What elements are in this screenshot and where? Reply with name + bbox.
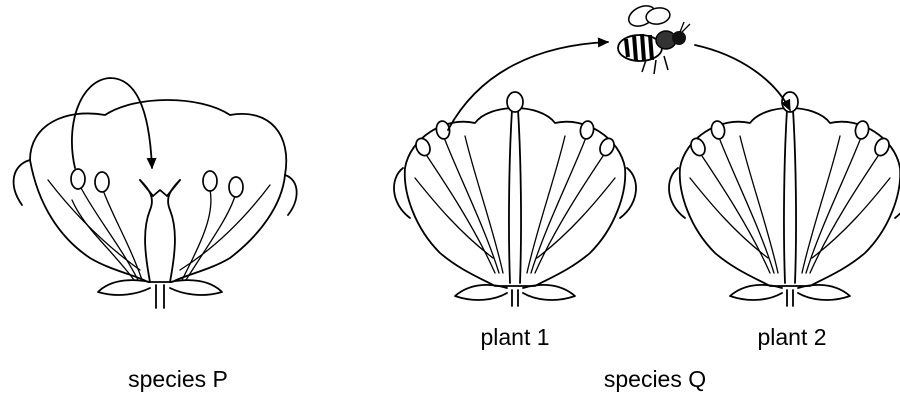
arrow-to-bee-icon <box>448 42 608 130</box>
flower-plant-2 <box>669 92 900 306</box>
bee-icon <box>618 2 690 74</box>
flower-species-p <box>14 100 297 308</box>
arrow-to-plant-2-icon <box>695 45 790 110</box>
label-species-q: species Q <box>604 368 706 391</box>
label-species-p: species P <box>128 368 228 391</box>
label-plant-1: plant 1 <box>480 326 549 349</box>
flower-plant-1 <box>394 92 636 306</box>
label-plant-2: plant 2 <box>757 326 826 349</box>
self-pollination-arrow-icon <box>72 78 152 168</box>
